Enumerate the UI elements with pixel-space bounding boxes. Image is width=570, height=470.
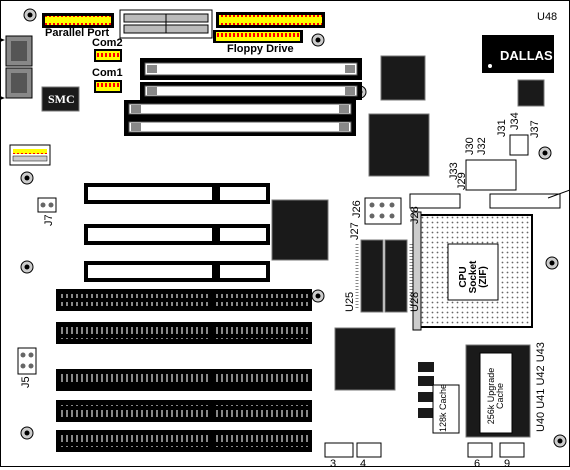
keyboard-connector <box>0 35 33 100</box>
floppy-connector-top <box>216 12 325 28</box>
com2-label: Com2 <box>92 37 123 49</box>
chip-icon <box>271 55 545 391</box>
left-header <box>9 144 51 166</box>
com1-label: Com1 <box>92 67 123 79</box>
cpu-socket-label: CPU Socket (ZIF) <box>458 260 489 294</box>
dallas-rtc-chip <box>482 35 554 73</box>
j28-label: J28 <box>409 206 421 224</box>
u25-u28-chips <box>355 239 413 313</box>
cache-256k-label: 256k Upgrade Cache <box>486 367 505 425</box>
j5-label: J5 <box>20 376 32 388</box>
com2-header <box>94 49 122 62</box>
j37-label: J37 <box>529 120 541 138</box>
smc-label: SMC <box>48 92 75 106</box>
bottom-label-9: 9 <box>504 458 511 470</box>
j30-label: J30 <box>464 137 476 155</box>
floppy-drive-label: Floppy Drive <box>227 43 294 55</box>
com1-header <box>94 80 122 93</box>
floppy-connector-bottom <box>213 30 303 43</box>
isa-slots <box>56 289 312 452</box>
dallas-label: DALLAS <box>500 48 553 63</box>
pci-slots <box>84 183 270 282</box>
u48-label: U48 <box>537 11 558 23</box>
cache-128k-label: 128k Cache <box>438 383 448 432</box>
j26-label: J26 <box>351 200 363 218</box>
bottom-label-3: 3 <box>330 458 337 470</box>
jumper-icon <box>17 134 561 458</box>
cache-128k <box>418 362 460 434</box>
cpu-socket <box>412 211 533 331</box>
simm-slots <box>124 58 362 136</box>
mounting-hole-icon <box>20 8 567 448</box>
j7-label: J7 <box>43 214 55 226</box>
parallel-port-connector <box>42 13 114 28</box>
bottom-label-6: 6 <box>474 458 481 470</box>
parallel-port-label: Parallel Port <box>45 27 110 39</box>
j31-label: J31 <box>496 119 508 137</box>
cache-256k-upgrade <box>465 344 531 438</box>
j27-label: J27 <box>349 222 361 240</box>
j33-label: J33 <box>448 162 460 180</box>
u40-u43-label: U40 U41 U42 U43 <box>535 342 547 432</box>
j34-label: J34 <box>509 112 521 130</box>
smc-chip-icon <box>41 86 80 112</box>
top-header <box>119 9 213 39</box>
u28-label: U28 <box>409 291 421 312</box>
bottom-label-4: 4 <box>360 458 367 470</box>
u25-label: U25 <box>344 291 356 312</box>
j32-label: J32 <box>476 137 488 155</box>
